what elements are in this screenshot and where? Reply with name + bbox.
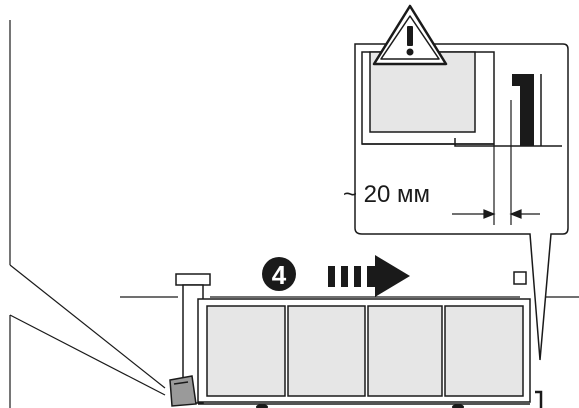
warning-triangle-icon xyxy=(372,4,448,66)
perspective-lines xyxy=(9,20,166,408)
detail-post-profile xyxy=(512,74,534,146)
gap-label: ~ 20 мм xyxy=(343,181,430,208)
detail-callout: ~ 20 мм xyxy=(343,43,569,361)
gate-wheels xyxy=(256,404,464,408)
right-post xyxy=(513,271,543,408)
detail-gate-corner xyxy=(361,51,495,145)
sliding-gate xyxy=(197,298,531,405)
motor-unit xyxy=(169,375,197,407)
step-number: 4 xyxy=(272,260,287,290)
gap-dimension xyxy=(452,100,540,225)
arrow-right-dashed-icon xyxy=(328,255,410,297)
step-badge: 4 xyxy=(262,257,296,291)
